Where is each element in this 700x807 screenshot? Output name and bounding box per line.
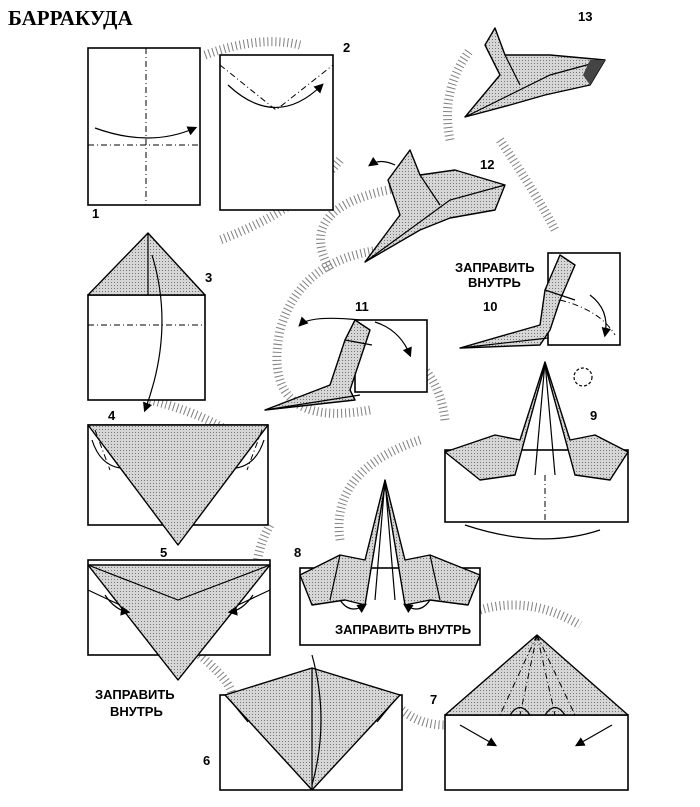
step-12: 12	[364, 149, 506, 263]
step-2: 2	[219, 40, 350, 211]
step-number: 6	[203, 753, 210, 768]
step-5: 5	[87, 545, 271, 681]
tuck-in-note-8: ЗАПРАВИТЬ ВНУТРЬ	[335, 622, 471, 637]
step-number: 4	[108, 408, 116, 423]
tuck-in-note-10: ЗАПРАВИТЬ	[455, 260, 535, 275]
step-number: 11	[355, 299, 369, 314]
step-9: 9	[444, 361, 629, 540]
step-6: 6	[203, 654, 403, 791]
step-4: 4	[87, 408, 269, 546]
tuck-in-note-10b: ВНУТРЬ	[468, 275, 521, 290]
tuck-in-note-5b: ВНУТРЬ	[110, 704, 163, 719]
step-number: 9	[590, 408, 597, 423]
step-11: 11	[264, 299, 428, 411]
step-number: 3	[205, 270, 212, 285]
step-number: 12	[480, 157, 494, 172]
step-number: 7	[430, 692, 437, 707]
step-number: 1	[92, 206, 99, 221]
step-10: 10	[459, 252, 621, 349]
tuck-in-note-5: ЗАПРАВИТЬ	[95, 687, 175, 702]
step-number: 10	[483, 299, 497, 314]
step-1: 1	[87, 47, 201, 221]
step-number: 8	[294, 545, 301, 560]
step-number: 5	[160, 545, 167, 560]
step-3: 3	[87, 232, 212, 413]
step-number: 13	[578, 9, 592, 24]
diagram-title: БАРРАКУДА	[8, 6, 133, 30]
step-number: 2	[343, 40, 350, 55]
step-7: 7	[430, 634, 629, 791]
step-8: 8	[294, 479, 481, 646]
step-13: 13	[464, 9, 606, 118]
